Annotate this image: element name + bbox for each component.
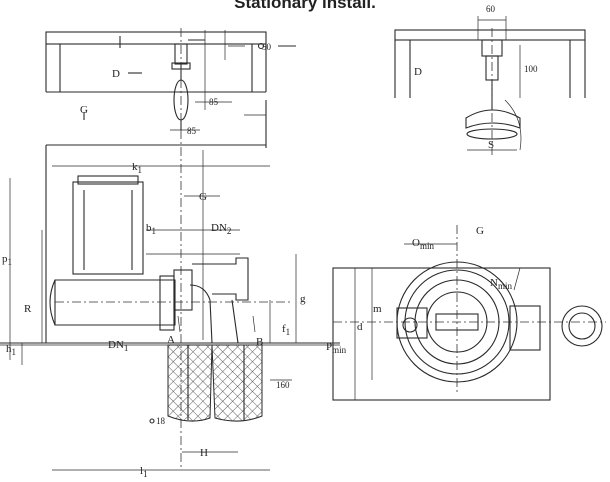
- pump-plan-view: G Omin Nmin m d Pmin: [326, 225, 606, 401]
- dim-85b: 85: [187, 126, 197, 136]
- label-b: B: [256, 336, 263, 348]
- label-r: R: [24, 303, 32, 315]
- top-right-view: D 60 100 S: [394, 4, 586, 155]
- top-left-view: D G 50 85 85: [45, 28, 296, 470]
- dim-g-small: g: [300, 293, 306, 305]
- label-d1: D: [112, 68, 120, 80]
- dim-160: 160: [276, 380, 290, 390]
- dim-m: m: [373, 303, 382, 315]
- label-g1: G: [80, 104, 88, 116]
- label-a: A: [167, 334, 175, 346]
- dim-85a: 85: [209, 97, 219, 107]
- label-d2: D: [414, 66, 422, 78]
- label-s: S: [488, 139, 494, 151]
- label-omin: Omin: [412, 237, 434, 251]
- dim-d: d: [357, 321, 363, 333]
- label-b1: b1: [146, 222, 156, 236]
- dim-100: 100: [524, 64, 538, 74]
- label-f1: f1: [282, 323, 290, 337]
- label-p1: p1: [2, 253, 12, 267]
- label-dn2: DN2: [211, 222, 231, 236]
- label-h: H: [200, 447, 208, 459]
- label-l1: l1: [140, 465, 148, 479]
- label-pmin: Pmin: [326, 341, 347, 355]
- label-g-topleft: G: [199, 191, 207, 203]
- label-k1: k1: [132, 161, 142, 175]
- label-nmin: Nmin: [490, 277, 512, 291]
- pump-side-view: k1 G b1 DN2 p1 R h1 DN1 A B f1 g 160 18 …: [0, 100, 340, 479]
- label-dn1: DN1: [108, 339, 128, 353]
- drawing-title: Stationary install.: [234, 0, 376, 12]
- label-h1: h1: [6, 343, 16, 357]
- dim-50: 50: [262, 42, 272, 52]
- dim-60: 60: [486, 4, 496, 14]
- dim-18: 18: [156, 416, 166, 426]
- label-g-bottomright: G: [476, 225, 484, 237]
